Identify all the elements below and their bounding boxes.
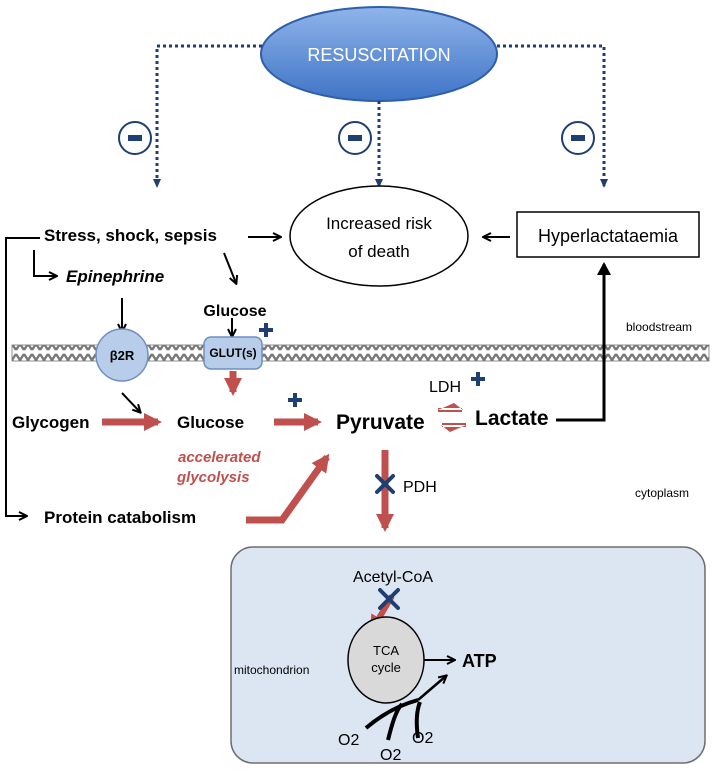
ldh-forward-arrow — [438, 403, 463, 412]
cell-membrane — [11, 344, 710, 362]
resuscitation-label: RESUSCITATION — [307, 45, 450, 65]
o2-right-label: O2 — [412, 730, 433, 747]
ldh-label: LDH — [429, 379, 461, 396]
ldh-reverse-arrow — [441, 423, 466, 432]
ldh-equilibrium-arrows — [438, 403, 466, 432]
oxygen-arrows — [364, 676, 446, 741]
hyperlactataemia-node: Hyperlactataemia — [516, 211, 700, 258]
mitochondrion-label: mitochondrion — [234, 663, 309, 677]
accelerated-line2: glycolysis — [176, 469, 250, 486]
beta2r-label: β2R — [110, 348, 135, 363]
arrow-stress-to-epinephrine — [33, 250, 56, 276]
arrow-protein-to-pyruvate — [246, 453, 330, 524]
tca-cycle-node: TCA cycle — [347, 616, 425, 704]
minus-icon — [348, 135, 362, 141]
stress-shock-sepsis-label: Stress, shock, sepsis — [44, 226, 217, 245]
minus-sign-left — [118, 121, 152, 155]
arrow-lactate-to-hyperlactataemia — [556, 262, 611, 422]
gluts-label: GLUT(s) — [209, 346, 256, 360]
acetyl-coa-label: Acetyl-CoA — [353, 569, 433, 586]
risk-line2: of death — [348, 242, 409, 261]
tca-block-icon — [378, 588, 400, 610]
glucose-blood-label: Glucose — [203, 303, 266, 320]
arrow-b2r-to-glycogen — [121, 392, 140, 412]
black-arrows — [5, 237, 510, 516]
arrow-stress-to-glucose — [223, 252, 236, 283]
accelerated-line1: accelerated — [178, 449, 261, 466]
tca-line2: cycle — [371, 660, 401, 675]
pdh-block-icon — [375, 474, 395, 494]
cytoplasm-label: cytoplasm — [635, 486, 689, 500]
plus-icon-ldh — [471, 372, 485, 386]
red-arrows — [102, 371, 394, 532]
bloodstream-label: bloodstream — [626, 320, 692, 334]
hyperlactataemia-label: Hyperlactataemia — [538, 226, 679, 246]
tca-line1: TCA — [373, 643, 399, 658]
arrow-stress-to-protein — [5, 237, 40, 516]
minus-icon — [128, 135, 142, 141]
resuscitation-node: RESUSCITATION — [260, 6, 498, 102]
minus-sign-center — [338, 121, 372, 155]
beta2-receptor: β2R — [95, 328, 149, 382]
plus-signs — [259, 323, 485, 407]
risk-line1: Increased risk — [326, 214, 432, 233]
plus-icon-glut — [259, 323, 273, 337]
inhibition-lines — [153, 44, 608, 188]
inhibit-line-stress — [153, 44, 262, 188]
lactate-label: Lactate — [475, 407, 549, 430]
glut-transporter: GLUT(s) — [203, 336, 263, 370]
glycogen-label: Glycogen — [12, 413, 89, 432]
plus-icon-glucose — [288, 393, 302, 407]
minus-sign-right — [561, 121, 595, 155]
inhibit-line-hyperlactataemia — [497, 44, 608, 188]
pyruvate-label: Pyruvate — [336, 411, 425, 434]
pdh-label: PDH — [403, 479, 437, 496]
atp-label: ATP — [462, 651, 497, 671]
o2-left-label: O2 — [338, 732, 359, 749]
mitochondrion-box — [230, 546, 706, 764]
epinephrine-label: Epinephrine — [66, 267, 164, 286]
o2-bottom-label: O2 — [380, 747, 401, 764]
risk-of-death-node: Increased risk of death — [289, 185, 469, 287]
minus-icon — [571, 135, 585, 141]
glucose-cell-label: Glucose — [177, 413, 244, 432]
protein-catabolism-label: Protein catabolism — [44, 508, 196, 527]
